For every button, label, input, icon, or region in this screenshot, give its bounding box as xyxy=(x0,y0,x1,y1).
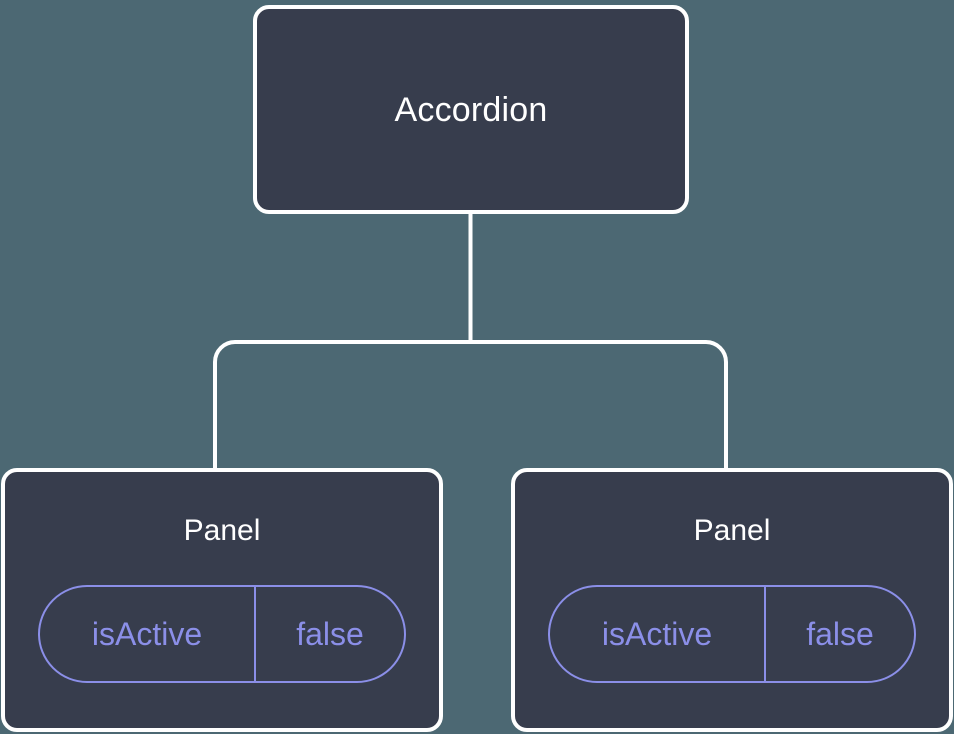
state-key-isactive: isActive xyxy=(601,616,713,652)
node-accordion[interactable]: Accordion xyxy=(253,5,689,214)
node-accordion-label: Accordion xyxy=(394,90,548,129)
edge-root-to-panel-right xyxy=(470,340,728,470)
state-pill-panel-left[interactable]: isActive false xyxy=(38,585,406,683)
node-panel-right[interactable]: Panel isActive false xyxy=(511,468,953,732)
node-panel-left-label: Panel xyxy=(183,514,261,547)
node-panel-left[interactable]: Panel isActive false xyxy=(1,468,443,732)
edge-root-to-panel-left xyxy=(213,340,471,470)
state-value-isactive: false xyxy=(764,587,914,681)
state-key-isactive: isActive xyxy=(91,616,203,652)
node-panel-right-label: Panel xyxy=(693,514,771,547)
state-pill-panel-right[interactable]: isActive false xyxy=(548,585,916,683)
state-value-isactive: false xyxy=(254,587,404,681)
